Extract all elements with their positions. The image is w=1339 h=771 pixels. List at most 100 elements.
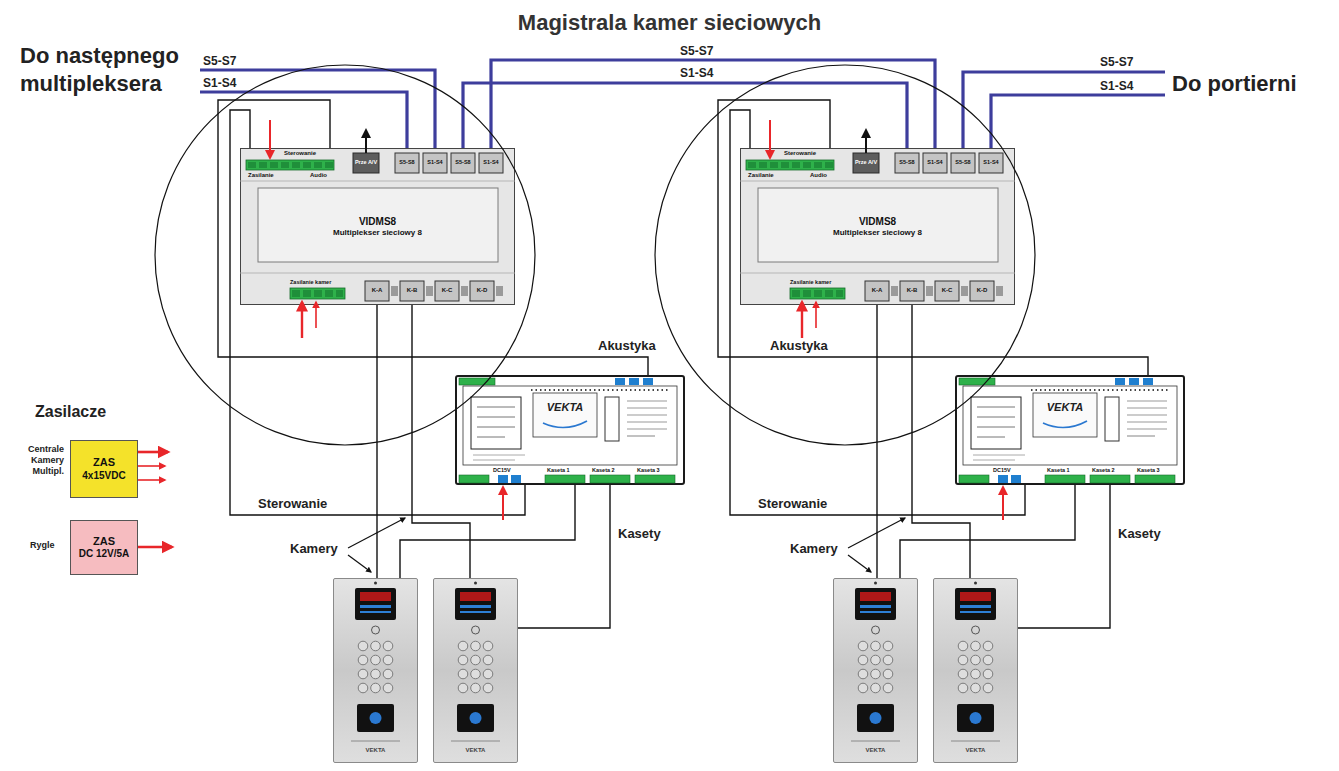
supply-name: ZAS [93,456,115,469]
terminal-label: K-C [435,287,459,294]
line-shape [138,451,168,454]
terminal-label: DC15V [493,467,511,474]
terminal-label: K-D [470,287,494,294]
device-model: VIDMS8 [859,216,896,228]
central-unit-detail [959,378,1177,520]
terminal-label: Zasilanie kamer [790,279,831,286]
supply-arrows [138,452,172,547]
signal-wire [376,305,377,578]
terminal-label: Kaseta 3 [637,467,660,474]
device-model: VIDMS8 [359,216,396,228]
wire-label: Akustyka [770,338,828,354]
terminal-label: Audio [810,172,827,179]
terminal-label: Zasilanie kamer [290,279,331,286]
terminal-label: Kaseta 2 [1092,467,1115,474]
terminal-label: S5-S8 [395,159,419,166]
connection-note: Do portierni [1172,70,1297,98]
multiplexer-detail [240,120,515,338]
signal-wire [518,485,610,628]
device-name: Multiplekser sieciowy 8 [333,228,422,238]
terminal-label: S5-S8 [895,159,919,166]
bus-stubs [200,70,1165,148]
wire-label: Kasety [618,526,661,542]
line-shape [848,518,905,548]
terminal-label: K-B [900,287,924,294]
terminal-label: Kaseta 1 [547,467,570,474]
wire-label: Kamery [790,541,838,557]
terminal-label: K-D [970,287,994,294]
terminal-label: S1-S4 [979,159,1003,166]
terminal-label: S5-S8 [951,159,975,166]
signal-wire [900,485,1075,578]
group-circle [155,65,535,445]
line-shape [138,465,165,467]
terminal-label: S1-S4 [423,159,447,166]
brand-mark: VEKTA [966,747,986,754]
camera-bus [491,60,935,148]
supply-rating: 4x15VDC [82,470,125,482]
supply-note: Centrale Kamery Multipl. [6,444,64,477]
terminal-label: Sterowanie [784,150,816,157]
signal-wire [718,100,1148,375]
bus-label: S5-S7 [1100,55,1133,69]
terminal-label: S1-S4 [479,159,503,166]
door-panel-detail [951,582,1000,742]
terminal-label: Kaseta 3 [1137,467,1160,474]
central-unit-detail [459,378,677,520]
terminal-label: DC15V [993,467,1011,474]
diagram-title: Magistrala kamer sieciowych [0,10,1339,36]
brand-mark: VEKTA [466,747,486,754]
section-heading: Zasilacze [35,402,106,421]
terminal-label: S5-S8 [451,159,475,166]
brand-mark: VEKTA [366,747,386,754]
wire-label: Akustyka [598,338,656,354]
terminal-label: K-C [935,287,959,294]
group-circle [655,65,1035,445]
device-name: Multiplekser sieciowy 8 [833,228,922,238]
wire-label: Kasety [1118,526,1161,542]
bus-label: S5-S7 [680,44,713,58]
bus-line [200,70,435,148]
signal-wire [876,305,877,578]
line-shape [848,555,871,572]
terminal-label: K-B [400,287,424,294]
line-shape [348,555,371,572]
leader-arrows [348,518,905,572]
connection-note: Do następnego multipleksera [20,42,205,98]
bus-line [991,95,1165,148]
brand-logo: VEKTA [547,401,583,414]
door-panel-detail [851,582,900,742]
bus-label: S1-S4 [203,76,236,90]
line-shape [348,518,405,548]
terminal-label: Kaseta 2 [592,467,615,474]
power-supply-box: ZAS4x15VDC [70,440,138,498]
terminal-label: K-A [365,287,389,294]
door-panel-detail [451,582,500,742]
terminal-label: Zasilanie [748,172,774,179]
supply-name: ZAS [93,535,115,548]
signal-wire [218,100,648,375]
wire-label: Kamery [290,541,338,557]
terminal-label: K-A [865,287,889,294]
port-label: Prze A/V [853,159,879,166]
signal-wire [1018,485,1110,628]
camera-bus [463,83,907,148]
port-label: Prze A/V [353,159,379,166]
multiplexer-detail [740,120,1015,338]
bus-label: S5-S7 [203,54,236,68]
wire-label: Sterowanie [758,496,827,512]
brand-logo: VEKTA [1047,401,1083,414]
bus-label: S1-S4 [1100,79,1133,93]
terminal-label: Audio [310,172,327,179]
connector-layer [218,60,1148,628]
supply-note: Rygle [30,540,55,551]
door-panel-detail [351,582,400,742]
terminal-label: S1-S4 [923,159,947,166]
line-shape [138,479,165,481]
bus-label: S1-S4 [680,66,713,80]
brand-mark: VEKTA [866,747,886,754]
wire-label: Sterowanie [258,496,327,512]
terminal-label: Zasilanie [248,172,274,179]
power-supply-box: ZASDC 12V/5A [70,520,138,575]
